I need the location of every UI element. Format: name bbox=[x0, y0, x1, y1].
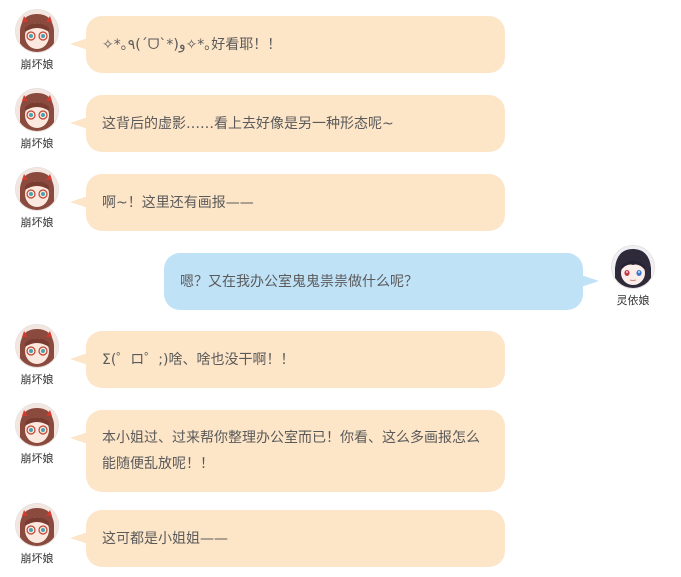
sender-name: 崩坏娘 bbox=[20, 552, 54, 565]
message-avatar-block: 崩坏娘 bbox=[7, 325, 67, 387]
message-bubble: 本小姐过、过来帮你整理办公室而已！你看、这么多画报怎么能随便乱放呢！！ bbox=[70, 410, 505, 492]
message-text: 本小姐过、过来帮你整理办公室而已！你看、这么多画报怎么能随便乱放呢！！ bbox=[102, 430, 480, 472]
sender-name: 崩坏娘 bbox=[20, 216, 54, 229]
message-avatar-block: 灵依娘 bbox=[603, 246, 663, 308]
sender-name: 灵依娘 bbox=[616, 294, 650, 307]
bubble-tail bbox=[70, 196, 88, 208]
bubble-tail bbox=[70, 532, 88, 544]
message-avatar-block: 崩坏娘 bbox=[7, 504, 67, 566]
message-avatar-block: 崩坏娘 bbox=[7, 89, 67, 151]
message-bubble: 这背后的虚影……看上去好像是另一种形态呢~ bbox=[70, 95, 505, 152]
message-bubble: ✧*｡٩(ˊᗜˋ*)و✧*｡好看耶！！ bbox=[70, 16, 505, 73]
sender-name: 崩坏娘 bbox=[20, 452, 54, 465]
bubble-tail bbox=[70, 353, 88, 365]
message-text: 这可都是小姐姐—— bbox=[102, 530, 228, 547]
sender-name: 崩坏娘 bbox=[20, 373, 54, 386]
honkai-girl-avatar-icon[interactable] bbox=[16, 325, 58, 367]
message-bubble: 嗯？又在我办公室鬼鬼祟祟做什么呢？ bbox=[164, 253, 599, 310]
sender-name: 崩坏娘 bbox=[20, 58, 54, 71]
message-text: Σ(゜ロ゜;)啥、啥也没干啊！！ bbox=[102, 351, 295, 368]
message-bubble: 啊~！这里还有画报—— bbox=[70, 174, 505, 231]
lingyi-girl-avatar-icon[interactable] bbox=[612, 246, 654, 288]
message-bubble: 这可都是小姐姐—— bbox=[70, 510, 505, 567]
message-avatar-block: 崩坏娘 bbox=[7, 10, 67, 72]
message-bubble: Σ(゜ロ゜;)啥、啥也没干啊！！ bbox=[70, 331, 505, 388]
message-text: 这背后的虚影……看上去好像是另一种形态呢~ bbox=[102, 115, 394, 132]
bubble-tail bbox=[581, 275, 599, 287]
message-text: 嗯？又在我办公室鬼鬼祟祟做什么呢？ bbox=[180, 273, 418, 290]
message-avatar-block: 崩坏娘 bbox=[7, 404, 67, 466]
message-text: ✧*｡٩(ˊᗜˋ*)و✧*｡好看耶！！ bbox=[102, 36, 282, 53]
message-avatar-block: 崩坏娘 bbox=[7, 168, 67, 230]
bubble-tail bbox=[70, 38, 88, 50]
honkai-girl-avatar-icon[interactable] bbox=[16, 404, 58, 446]
bubble-tail bbox=[70, 117, 88, 129]
honkai-girl-avatar-icon[interactable] bbox=[16, 10, 58, 52]
bubble-tail bbox=[70, 432, 88, 444]
honkai-girl-avatar-icon[interactable] bbox=[16, 168, 58, 210]
sender-name: 崩坏娘 bbox=[20, 137, 54, 150]
message-text: 啊~！这里还有画报—— bbox=[102, 194, 254, 211]
honkai-girl-avatar-icon[interactable] bbox=[16, 89, 58, 131]
honkai-girl-avatar-icon[interactable] bbox=[16, 504, 58, 546]
